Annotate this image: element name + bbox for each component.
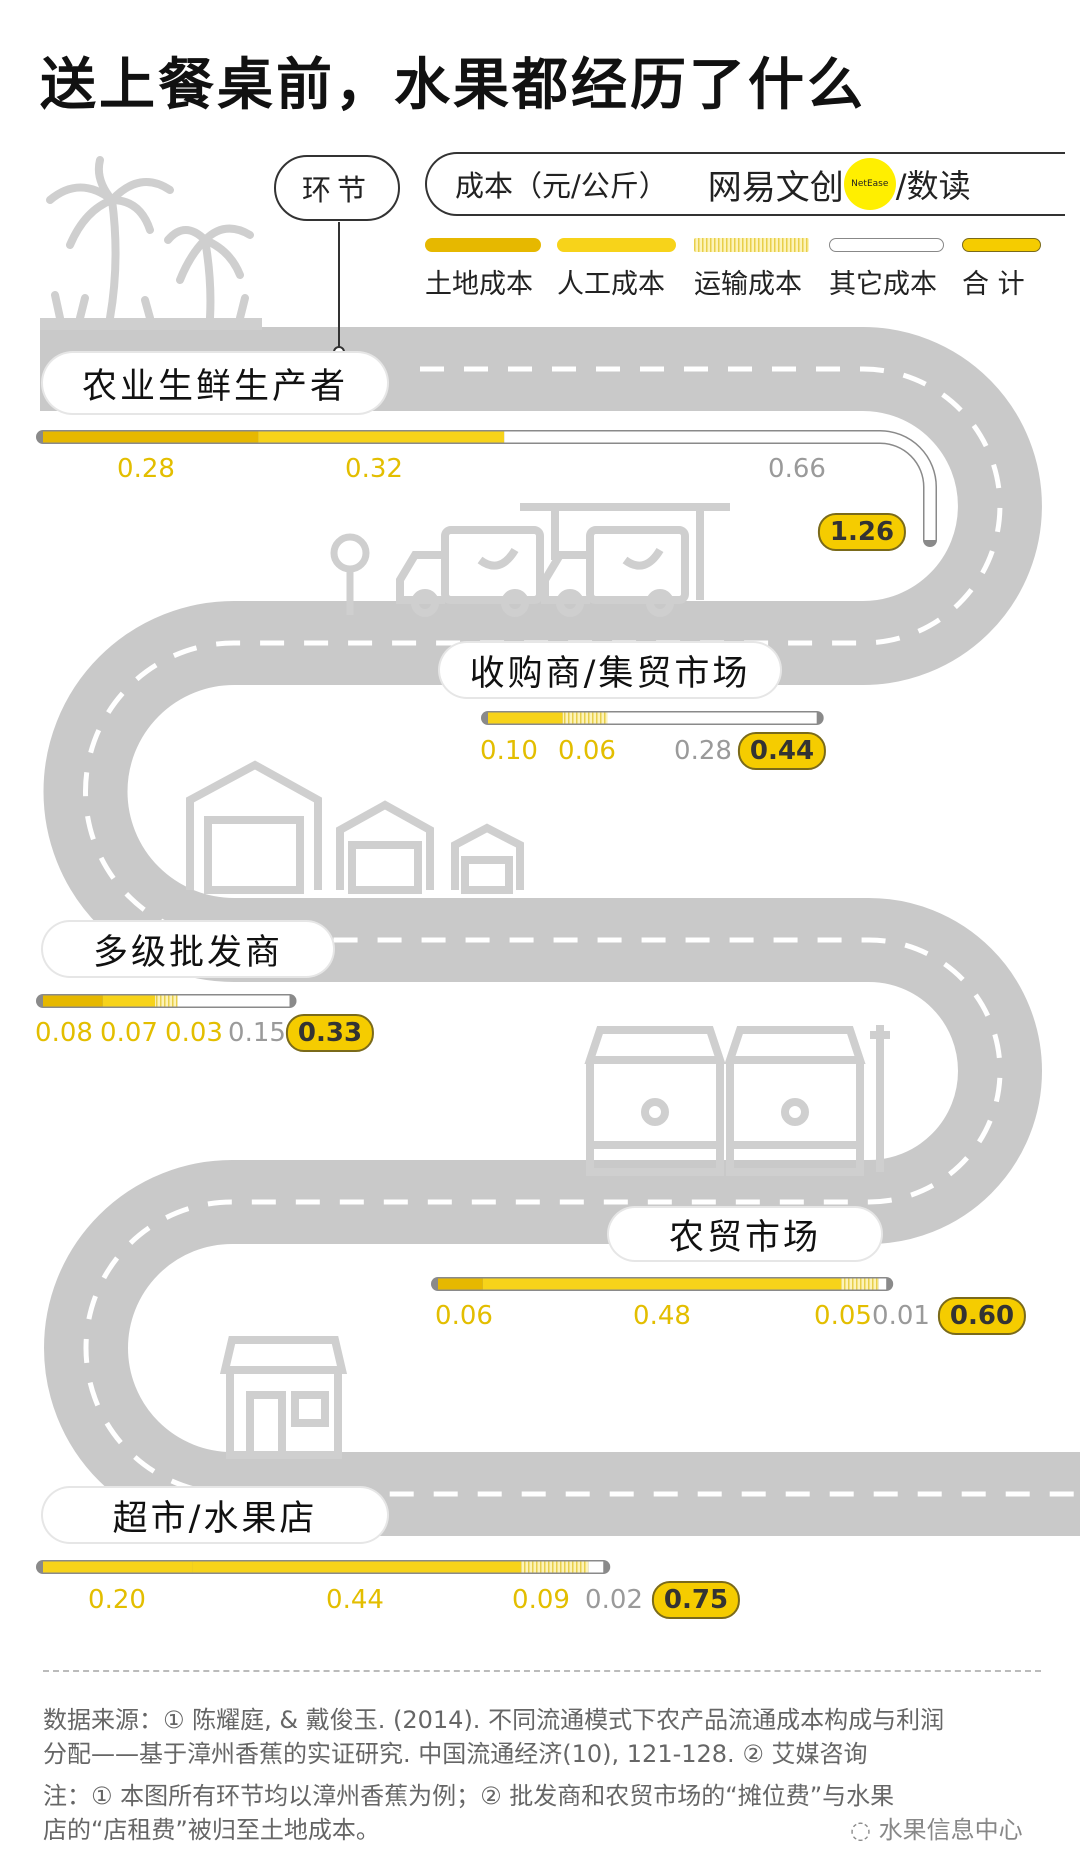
market-stalls-icon [584,1025,890,1176]
value-label: 0.10 [480,736,538,766]
trucks-icon [396,503,730,617]
value-label: 0.28 [674,736,732,766]
total-badge: 0.75 [651,1581,741,1619]
stage-label-purchaser: 收购商/集贸市场 [440,643,780,697]
value-label: 0.03 [165,1018,223,1048]
value-label: 0.01 [872,1301,930,1331]
bar-segment-other [43,431,936,540]
logo-right: /数读 [895,167,971,205]
note-line-2: 店的“店租费”被归至土地成本。 [43,1816,380,1844]
value-label: 0.08 [35,1018,93,1048]
footer-divider [43,1670,1041,1672]
value-label: 0.06 [558,736,616,766]
legend-label-land: 土地成本 [425,269,533,300]
stage-label-wholesaler: 多级批发商 [43,922,333,976]
cost-header-box: 成本（元/公斤） 网易文创 NetEase /数读 [425,152,1065,216]
stage-header-label: 环节 [301,173,372,207]
legend-swatch-total [962,238,1041,252]
stage-header-bubble: 环节 [274,155,400,221]
stage-label-farmers-market: 农贸市场 [609,1208,881,1260]
value-label: 0.20 [88,1585,146,1615]
cost-bars [36,430,937,1574]
store-icon [219,1336,348,1459]
legend-swatch-land [425,238,541,252]
value-label: 0.06 [435,1301,493,1331]
source-line-1: 数据来源：① 陈耀庭, & 戴俊玉. (2014). 不同流通模式下农产品流通成… [43,1706,945,1734]
bar-segment-labor [43,431,936,540]
total-badge: 1.26 [817,513,907,551]
value-label: 0.15 [228,1018,286,1048]
value-label: 0.05 [814,1301,872,1331]
logo-left: 网易文创 [707,167,844,208]
stage-label-supermarket: 超市/水果店 [43,1488,387,1542]
bar-segment-land [43,431,936,540]
value-label: 0.66 [768,454,826,484]
legend-swatch-labor [557,238,676,252]
stop-sign-icon [330,533,370,615]
road-center-dashes [83,366,1080,1497]
total-badge: 0.60 [937,1297,1027,1335]
bar-outline [36,430,937,547]
legend-label-labor: 人工成本 [557,269,665,300]
logo-netease-circle: NetEase [843,158,896,210]
legend-label-total: 合 计 [962,269,1025,300]
watermark: ◌ 水果信息中心 [850,1810,1023,1845]
value-label: 0.44 [326,1585,384,1615]
wechat-icon: ◌ [850,1816,879,1844]
value-label: 0.48 [633,1301,691,1331]
total-badge: 0.44 [737,732,827,770]
page-title: 送上餐桌前，水果都经历了什么 [40,53,866,118]
total-badge: 0.33 [285,1014,375,1052]
palm-trees-icon [40,156,262,330]
cost-unit-label: 成本（元/公斤） [455,169,668,203]
stage-label-producer: 农业生鲜生产者 [43,353,387,413]
note-line-1: 注：① 本图所有环节均以漳州香蕉为例；② 批发商和农贸市场的“摊位费”与水果 [43,1782,895,1810]
value-label: 0.09 [512,1585,570,1615]
legend-swatch-transport [694,238,809,252]
legend-label-transport: 运输成本 [694,269,802,300]
watermark-text: 水果信息中心 [878,1816,1023,1844]
legend-swatch-other [829,238,944,252]
value-label: 0.28 [117,454,175,484]
value-label: 0.32 [345,454,403,484]
value-label: 0.02 [585,1585,643,1615]
value-label: 0.07 [100,1018,158,1048]
source-line-2: 分配——基于漳州香蕉的实证研究. 中国流通经济(10), 121-128. ② … [43,1740,868,1768]
legend-label-other: 其它成本 [829,269,937,300]
warehouses-icon [186,760,524,894]
